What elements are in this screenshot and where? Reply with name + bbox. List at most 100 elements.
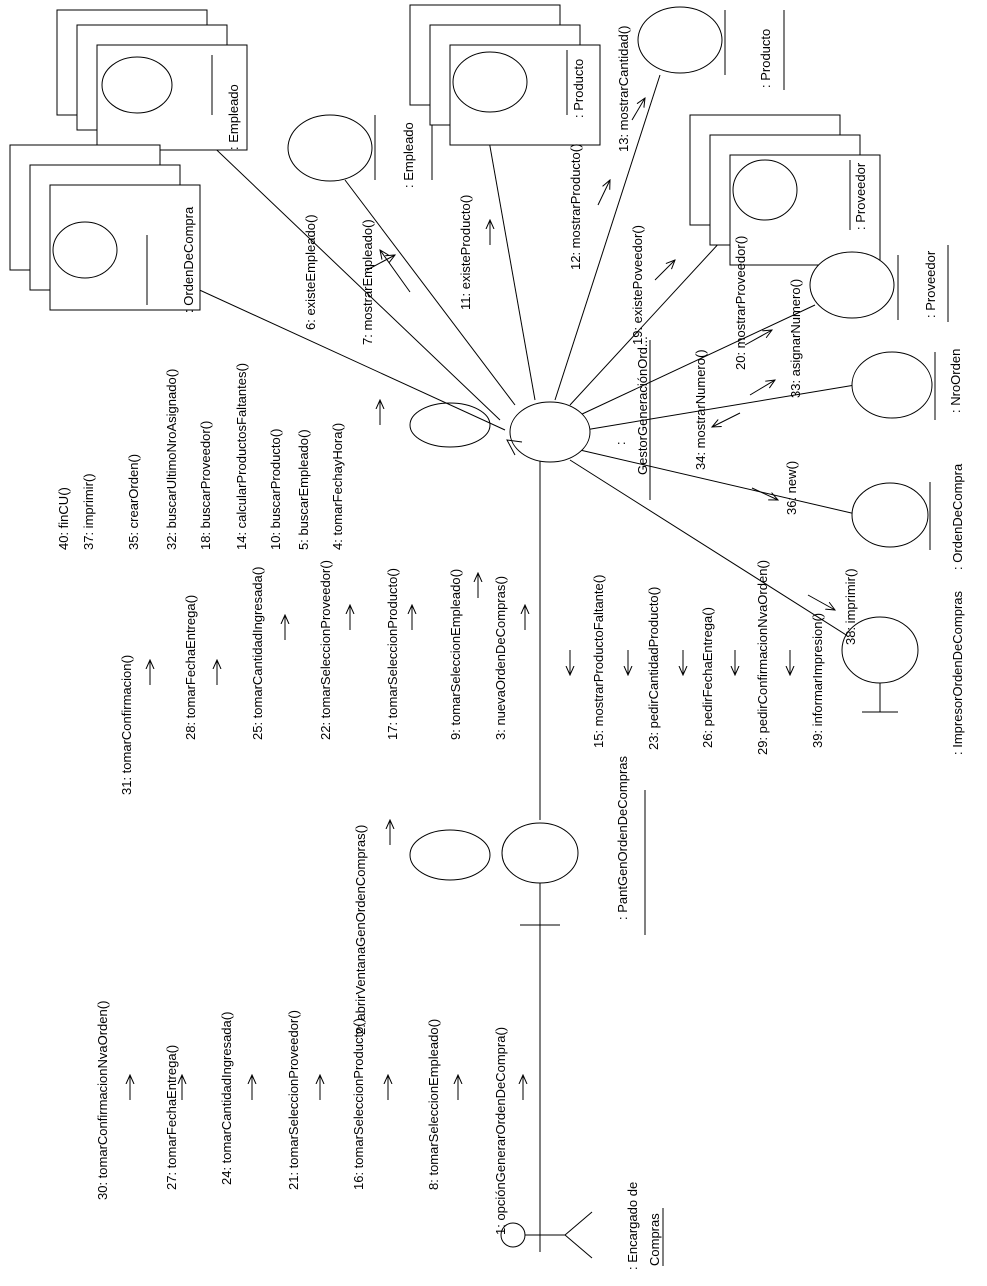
message-label: 37: imprimir() bbox=[81, 473, 96, 550]
actor-leg bbox=[564, 1211, 593, 1236]
entity-circle bbox=[732, 159, 798, 221]
message-label: 34: mostrarNumero() bbox=[693, 349, 708, 470]
messages-pantalla-self: 2: abrirVentanaGenOrdenCompras() bbox=[353, 820, 390, 1035]
message-label: 2: abrirVentanaGenOrdenCompras() bbox=[353, 825, 368, 1035]
proveedor-name: : Proveedor bbox=[923, 250, 938, 318]
messages-gestor-to-proveedor: 19: existePoveedor() 20: mostrarProveedo… bbox=[630, 225, 772, 370]
entity-proveedor[interactable]: : Proveedor bbox=[809, 245, 949, 322]
entity-circle bbox=[287, 114, 373, 182]
entity-nroorden[interactable]: : NroOrden bbox=[851, 349, 963, 420]
message-label: 32: buscarUltimoNroAsignado() bbox=[164, 369, 179, 550]
link-gestor-nroorden bbox=[584, 384, 856, 431]
gestor-name: GestorGeneraciónOrd... bbox=[635, 336, 650, 475]
message-arrow bbox=[807, 594, 835, 610]
control-gestor[interactable]: : GestorGeneraciónOrd... bbox=[409, 336, 651, 500]
message-arrow bbox=[631, 98, 645, 121]
link-gestor-ordendecompra bbox=[579, 449, 861, 516]
link-gestor-impresor bbox=[569, 459, 863, 646]
control-circle bbox=[509, 401, 591, 463]
ordendecompra-name: : OrdenDeCompra bbox=[950, 463, 965, 570]
nroorden-name: : NroOrden bbox=[948, 349, 963, 413]
messages-gestor-to-pantalla: 15: mostrarProductoFaltante() 23: pedirC… bbox=[570, 560, 825, 755]
link-gestor-proveedor bbox=[579, 304, 816, 416]
producto-name: : Producto bbox=[758, 29, 773, 88]
message-label: 12: mostrarProducto() bbox=[568, 144, 583, 270]
message-label: 25: tomarCantidadIngresada() bbox=[250, 567, 265, 740]
message-label: 13: mostrarCantidad() bbox=[616, 26, 631, 152]
control-self-loop bbox=[409, 402, 491, 448]
message-label: 40: finCU() bbox=[56, 487, 71, 550]
messages-actor-to-pantalla: 30: tomarConfirmacionNvaOrden() 27: toma… bbox=[95, 1001, 523, 1235]
message-label: 3: nuevaOrdenDeCompras() bbox=[493, 576, 508, 740]
message-label: 22: tomarSeleccionProveedor() bbox=[318, 560, 333, 740]
message-label: 21: tomarSeleccionProveedor() bbox=[286, 1010, 301, 1190]
message-label: 38: imprimir() bbox=[843, 568, 858, 645]
entity-circle bbox=[452, 51, 528, 113]
actor-leg bbox=[564, 1234, 593, 1259]
entity-ordendecompra[interactable]: : OrdenDeCompra bbox=[851, 463, 965, 570]
collection-empleado[interactable]: : Empleado bbox=[56, 9, 248, 151]
message-label: 27: tomarFechaEntrega() bbox=[164, 1045, 179, 1190]
boundary-pantgenordendecompras[interactable]: : PantGenOrdenDeCompras bbox=[409, 755, 646, 935]
message-label: 19: existePoveedor() bbox=[630, 225, 645, 345]
entity-circle bbox=[851, 351, 933, 419]
link-gestor-empleado bbox=[344, 179, 516, 406]
message-arrow bbox=[597, 180, 610, 206]
message-label: 23: pedirCantidadProducto() bbox=[646, 587, 661, 750]
control-arrow bbox=[506, 439, 523, 456]
entity-empleado[interactable]: : Empleado bbox=[287, 105, 433, 188]
entity-circle bbox=[637, 6, 723, 74]
entity-producto[interactable]: : Producto bbox=[637, 6, 785, 90]
message-label: 33: asignarNumero() bbox=[788, 279, 803, 398]
messages-gestor-to-producto: 11: existeProducto() 12: mostrarProducto… bbox=[458, 26, 645, 310]
link-gestor-empleado-collection bbox=[179, 114, 501, 421]
message-label: 8: tomarSeleccionEmpleado() bbox=[426, 1019, 441, 1190]
message-label: 14: calcularProductosFaltantes() bbox=[234, 363, 249, 550]
link-gestor-producto bbox=[554, 74, 661, 401]
message-label: 17: tomarSeleccionProducto() bbox=[385, 568, 400, 740]
message-label: 9: tomarSeleccionEmpleado() bbox=[448, 569, 463, 740]
message-label: 11: existeProducto() bbox=[458, 195, 473, 310]
actor-name: : Encargado de bbox=[625, 1182, 640, 1270]
message-label: 29: pedirConfirmacionNvaOrden() bbox=[755, 560, 770, 755]
entity-circle bbox=[101, 56, 173, 114]
pantalla-name: : PantGenOrdenDeCompras bbox=[615, 755, 630, 920]
empleado-name: : Empleado bbox=[401, 122, 416, 188]
links bbox=[144, 74, 863, 1235]
entity-circle bbox=[809, 251, 895, 319]
message-label: 7: mostrarEmpleado() bbox=[360, 219, 375, 345]
boundary-body bbox=[409, 829, 491, 881]
message-label: 39: informarImpresion() bbox=[810, 613, 825, 748]
message-arrow bbox=[749, 380, 775, 396]
message-arrow bbox=[654, 260, 675, 281]
message-label: 4: tomarFechayHora() bbox=[330, 423, 345, 550]
message-label: 31: tomarConfirmacion() bbox=[119, 655, 134, 795]
message-label: 1: opciónGenerarOrdenDeCompra() bbox=[493, 1027, 508, 1235]
messages-gestor-to-nroorden: 33: asignarNumero() 34: mostrarNumero() bbox=[693, 279, 803, 470]
link-gestor-ordendecompra-collection bbox=[144, 264, 506, 431]
ordendecompra-collection-name: : OrdenDeCompra bbox=[181, 206, 196, 313]
collection-proveedor[interactable]: : Proveedor bbox=[689, 114, 881, 266]
boundary-circle bbox=[501, 822, 579, 884]
collection-producto[interactable]: : Producto bbox=[409, 4, 601, 146]
boundary-impresor[interactable]: : ImpresorOrdenDeCompras bbox=[841, 591, 965, 755]
link-gestor-proveedor-collection bbox=[569, 214, 746, 406]
message-label: 28: tomarFechaEntrega() bbox=[183, 595, 198, 740]
message-label: 5: buscarEmpleado() bbox=[296, 429, 311, 550]
producto-collection-name: : Producto bbox=[571, 59, 586, 118]
messages-gestor-self: 40: finCU() 37: imprimir() 35: crearOrde… bbox=[56, 363, 380, 550]
message-arrow bbox=[366, 255, 395, 271]
message-label: 24: tomarCantidadIngresada() bbox=[219, 1012, 234, 1185]
empleado-collection-name: : Empleado bbox=[226, 84, 241, 150]
message-arrow bbox=[751, 487, 778, 500]
message-label: 35: crearOrden() bbox=[126, 454, 141, 550]
message-label: 15: mostrarProductoFaltante() bbox=[591, 575, 606, 748]
impresor-name: : ImpresorOrdenDeCompras bbox=[950, 591, 965, 755]
message-label: 18: buscarProveedor() bbox=[198, 421, 213, 550]
collection-ordendecompra[interactable]: : OrdenDeCompra bbox=[9, 144, 201, 313]
messages-gestor-to-empleado: 6: existeEmpleado() 7: mostrarEmpleado() bbox=[303, 214, 411, 345]
actor-encargado-de-compras[interactable]: : Encargado de Compras bbox=[500, 1182, 664, 1270]
message-arrow bbox=[380, 250, 411, 293]
actor-name-2: Compras bbox=[647, 1213, 662, 1266]
message-label: 26: pedirFechaEntrega() bbox=[700, 607, 715, 748]
